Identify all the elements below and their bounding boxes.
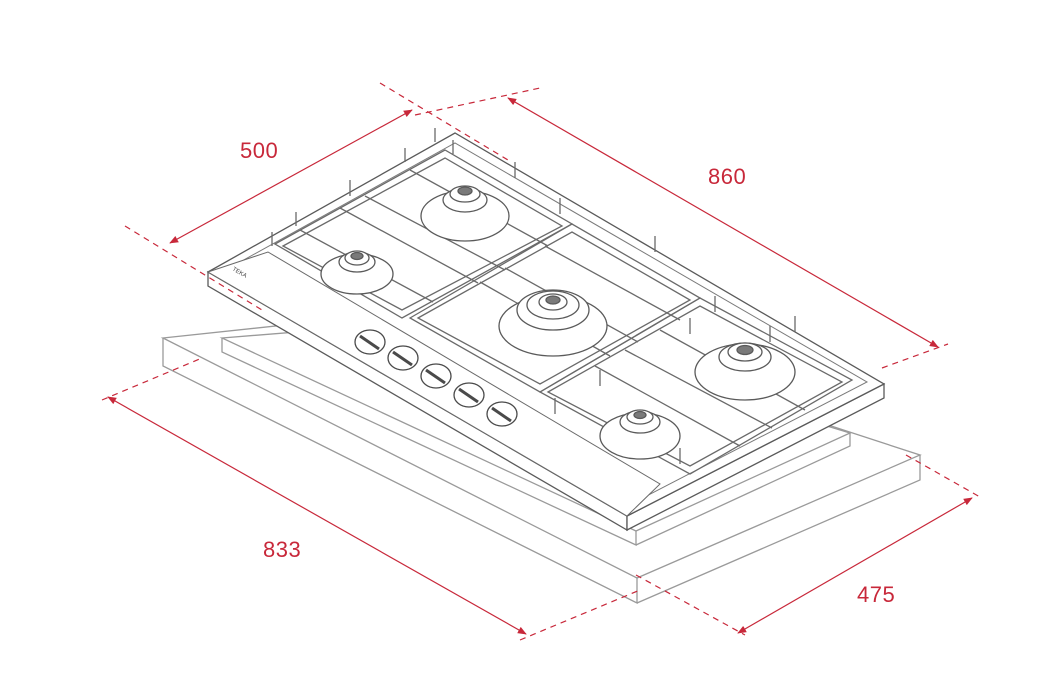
dimension-label-500: 500 <box>240 138 279 163</box>
dimension-label-475: 475 <box>857 582 896 607</box>
knob-1 <box>354 329 386 355</box>
dimension-line-860 <box>507 97 939 348</box>
dimension-lines <box>101 82 981 641</box>
ext-line-860-left <box>414 87 541 116</box>
cutout-inner-wall-right <box>635 433 851 546</box>
burner-back-semi-rapid <box>420 185 510 242</box>
burner-auxiliary <box>320 250 394 295</box>
ext-line-860-right <box>881 343 949 369</box>
dimension-line-500 <box>169 109 413 244</box>
knob-5 <box>486 401 518 427</box>
ext-line-475-left <box>635 574 746 636</box>
dimension-label-833: 833 <box>263 537 302 562</box>
knob-4 <box>453 382 485 408</box>
ext-line-475-right <box>905 454 981 498</box>
dimension-label-860: 860 <box>708 164 747 189</box>
ext-line-833-right <box>519 589 641 641</box>
dimension-line-833 <box>107 396 527 635</box>
ext-line-833-left <box>101 357 203 401</box>
ext-line-500-top <box>379 82 509 161</box>
ext-line-500-bottom <box>124 225 263 311</box>
knob-2 <box>387 345 419 371</box>
burner-front-semi-rapid <box>599 409 681 460</box>
burner-rapid <box>694 342 796 401</box>
dimension-line-475 <box>737 497 973 634</box>
knob-3 <box>420 363 452 389</box>
